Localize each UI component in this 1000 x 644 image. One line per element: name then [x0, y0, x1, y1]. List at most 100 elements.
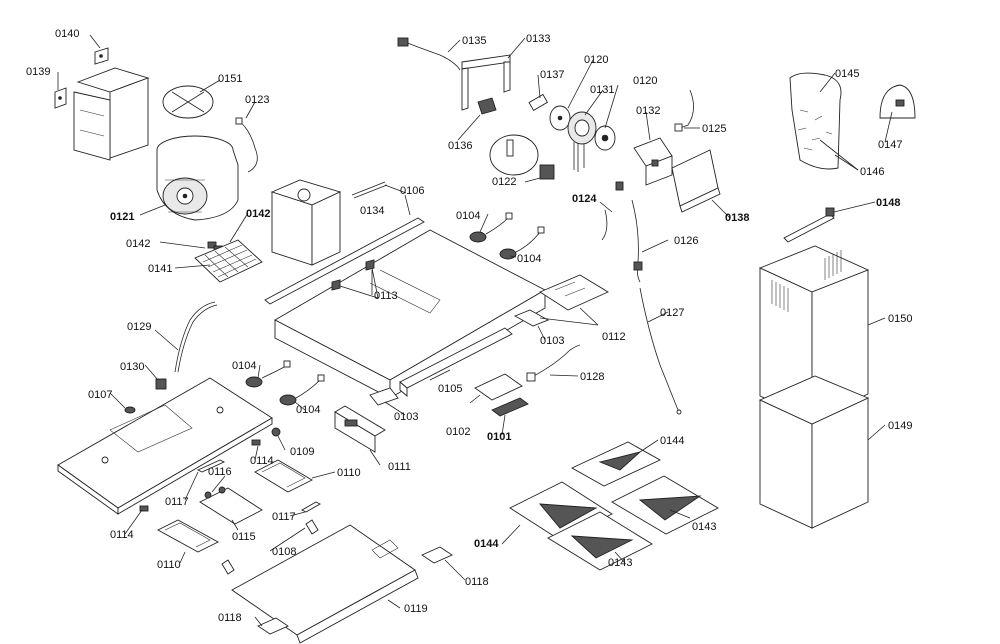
label-0114b: 0114: [110, 529, 134, 541]
label-0114a: 0114: [250, 455, 274, 467]
label-0143b: 0143: [608, 557, 632, 569]
part-0130-connector: [155, 378, 167, 390]
label-0127: 0127: [660, 307, 684, 319]
label-0123: 0123: [245, 94, 269, 106]
part-0149-lower-chimney: [758, 375, 870, 529]
part-motor-bracket: [270, 179, 342, 266]
part-0115-filter: [199, 486, 263, 525]
label-0143a: 0143: [692, 521, 716, 533]
part-0101-control-knob: [491, 397, 529, 417]
label-0110b: 0110: [157, 559, 181, 571]
part-0135-power-cord: [397, 37, 461, 71]
part-mount-frame: [73, 67, 150, 161]
label-0145: 0145: [835, 68, 859, 80]
label-0142a: 0142: [246, 208, 270, 220]
part-0114-clips: [139, 439, 261, 512]
part-0103-strip: [513, 309, 550, 327]
label-0144a: 0144: [660, 435, 684, 447]
part-0106-rail: [264, 217, 425, 305]
label-0138: 0138: [725, 212, 749, 224]
label-0142b: 0142: [126, 238, 150, 250]
part-0144-filter-upper: [571, 441, 661, 487]
part-0110-filter-frame-right: [254, 459, 313, 493]
label-0120a: 0120: [584, 54, 608, 66]
label-0151: 0151: [218, 73, 242, 85]
label-0119: 0119: [404, 603, 428, 615]
label-0146: 0146: [860, 166, 884, 178]
part-0123-wire: [235, 117, 258, 173]
label-0150: 0150: [888, 313, 912, 325]
label-0140: 0140: [55, 28, 79, 40]
label-0121: 0121: [110, 211, 134, 223]
part-0104-lampholder-left: [245, 360, 325, 406]
label-0118a: 0118: [465, 576, 489, 588]
part-0129-harness: [174, 301, 218, 373]
label-0108: 0108: [272, 546, 296, 558]
part-0126-wire: [631, 199, 643, 283]
part-0108-spacers: [221, 519, 319, 575]
part-0105-light-bar: [399, 327, 513, 397]
part-0112-switch-panel: [539, 274, 609, 311]
label-0109: 0109: [290, 446, 314, 458]
part-0127-wire: [639, 287, 682, 415]
part-0131-motor-pulley: [567, 111, 597, 172]
part-0109-clip: [271, 427, 281, 437]
part-0137-capacitor: [528, 93, 549, 111]
label-0133: 0133: [526, 33, 550, 45]
label-0105: 0105: [438, 383, 462, 395]
label-0144b: 0144: [474, 538, 499, 550]
part-0110-filter-frame-left: [157, 519, 219, 553]
label-0124: 0124: [572, 193, 597, 205]
label-0136: 0136: [448, 140, 472, 152]
label-0103a: 0103: [540, 335, 564, 347]
part-0148-bracket: [783, 207, 835, 243]
label-0103b: 0103: [394, 411, 418, 423]
label-0120b: 0120: [633, 75, 657, 87]
part-0111-lamp-unit: [334, 405, 386, 453]
label-0117a: 0117: [165, 496, 189, 508]
part-0141-grille: [194, 239, 263, 283]
label-0115: 0115: [232, 531, 256, 543]
label-0107: 0107: [88, 389, 112, 401]
label-0106: 0106: [400, 185, 424, 197]
part-0128-wire: [526, 344, 581, 382]
label-0102: 0102: [446, 426, 470, 438]
part-0103-cover: [369, 387, 399, 406]
label-0141: 0141: [148, 263, 172, 275]
label-0104a: 0104: [456, 210, 480, 222]
part-0138-panel: [671, 149, 721, 213]
label-0122: 0122: [492, 176, 516, 188]
part-labels: 0140 0139 0151 0123 0121 0142 0142 0141 …: [26, 28, 912, 624]
part-0120-washers: [549, 105, 616, 151]
part-0139-bracket: [54, 87, 67, 109]
part-base-liner: [57, 377, 273, 515]
part-0143-filter-right: [611, 475, 719, 535]
part-0151-filter-disc: [162, 85, 214, 119]
label-0128: 0128: [580, 371, 604, 383]
label-0104d: 0104: [296, 404, 320, 416]
label-0137: 0137: [540, 69, 564, 81]
label-0132: 0132: [636, 105, 660, 117]
leader-lines: [57, 34, 893, 627]
part-0118-pads: [257, 546, 453, 635]
part-0147-cover: [879, 84, 916, 119]
label-0117b: 0117: [272, 511, 296, 523]
label-0104b: 0104: [517, 253, 541, 265]
part-0145-bracket-plate: [789, 72, 842, 170]
label-0116: 0116: [208, 466, 232, 478]
label-0101: 0101: [487, 431, 511, 443]
label-0110a: 0110: [337, 467, 361, 479]
label-0118b: 0118: [218, 612, 242, 624]
label-0149: 0149: [888, 420, 912, 432]
part-0113-clips: [331, 259, 379, 299]
label-0131: 0131: [590, 84, 614, 96]
label-0126: 0126: [674, 235, 698, 247]
label-0139: 0139: [26, 66, 50, 78]
part-0125-wire: [674, 89, 694, 132]
part-0124-wire: [601, 181, 624, 241]
label-0130: 0130: [120, 361, 144, 373]
part-0117-strips: [196, 459, 321, 513]
part-0121-blower-housing: [156, 135, 239, 221]
label-0147: 0147: [878, 139, 902, 151]
label-0111: 0111: [388, 461, 411, 473]
